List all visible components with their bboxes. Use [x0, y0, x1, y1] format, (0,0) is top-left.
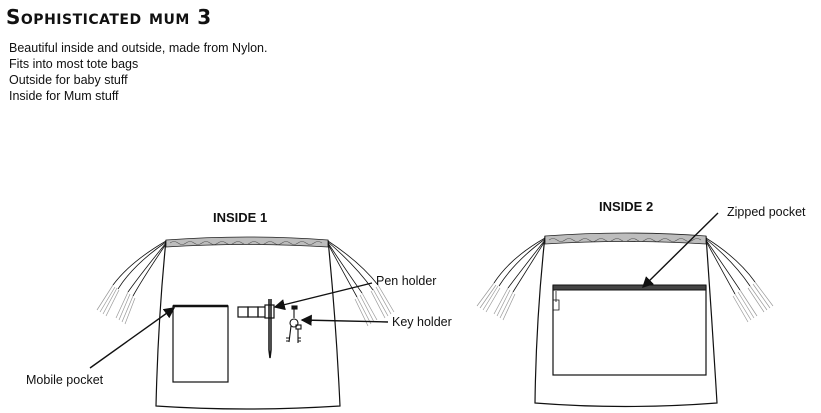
description-line: Beautiful inside and outside, made from … [9, 41, 268, 55]
left-tassels [476, 237, 546, 321]
panel-title-inside-2: INSIDE 2 [599, 199, 654, 214]
right-tassels [705, 237, 774, 323]
elastic-band [165, 236, 329, 248]
elastic-band [544, 232, 707, 245]
organizer-body [534, 235, 718, 408]
arrow-mobile-pocket [89, 307, 176, 369]
arrow-pen-holder [273, 282, 373, 311]
callout-zipped-pocket: Zipped pocket [727, 205, 806, 219]
description-line: Outside for baby stuff [9, 73, 128, 87]
description: Beautiful inside and outside, made from … [9, 40, 267, 104]
left-tassels [96, 240, 167, 325]
pen-holder [237, 299, 275, 359]
organizer-inside-2 [476, 212, 774, 408]
page-title: Sophisticated mum 3 [6, 5, 212, 29]
zipper-pull [552, 291, 560, 311]
right-tassels [327, 240, 395, 327]
description-line: Inside for Mum stuff [9, 89, 119, 103]
callout-mobile-pocket: Mobile pocket [26, 373, 104, 387]
zipper [552, 284, 707, 291]
organizer-body [155, 239, 341, 410]
description-line: Fits into most tote bags [9, 57, 139, 71]
arrow-zipped-pocket [642, 212, 719, 288]
key-holder [286, 305, 302, 343]
organizer-inside-1 [89, 236, 395, 410]
panel-title-inside-1: INSIDE 1 [213, 210, 268, 225]
callout-pen-holder: Pen holder [376, 274, 437, 288]
callout-key-holder: Key holder [392, 315, 452, 329]
arrow-key-holder [300, 314, 389, 326]
